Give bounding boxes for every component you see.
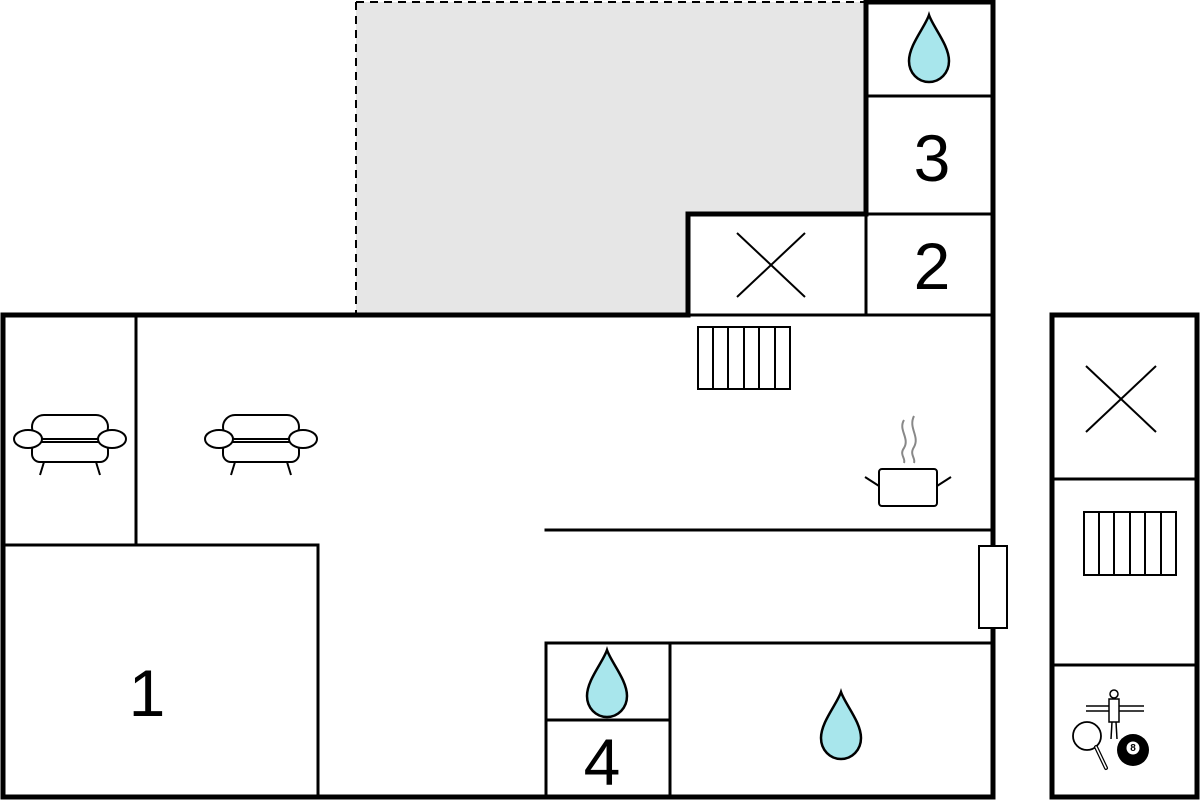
water-drop-icon (819, 688, 863, 761)
wall-room1 (1, 543, 320, 799)
water-drop-icon (907, 11, 951, 84)
radiator-icon (697, 326, 791, 390)
wall-bottom-rooms (544, 641, 995, 799)
room-number-2: 2 (914, 229, 951, 303)
room-number-3: 3 (914, 121, 951, 195)
annex-outer-wall (1049, 312, 1200, 800)
sofa-icon (13, 414, 127, 476)
table-football-icon (1086, 689, 1144, 740)
room-number-4: 4 (584, 725, 621, 799)
table-tennis-icon (1072, 721, 1108, 770)
sofa-icon (204, 414, 318, 476)
radiator-icon (1083, 511, 1177, 576)
door-frame (978, 545, 1008, 629)
terrace-area (356, 2, 866, 315)
cooking-pot-icon (864, 415, 952, 507)
room-number-1: 1 (129, 656, 166, 730)
billiard-ball-icon: 8 (1117, 734, 1149, 766)
cross-mark-icon (736, 232, 806, 298)
main-outer-wall (0, 0, 996, 800)
water-drop-icon (585, 646, 629, 719)
cross-mark-icon (1085, 365, 1157, 433)
billiard-ball-number: 8 (1130, 743, 1136, 754)
